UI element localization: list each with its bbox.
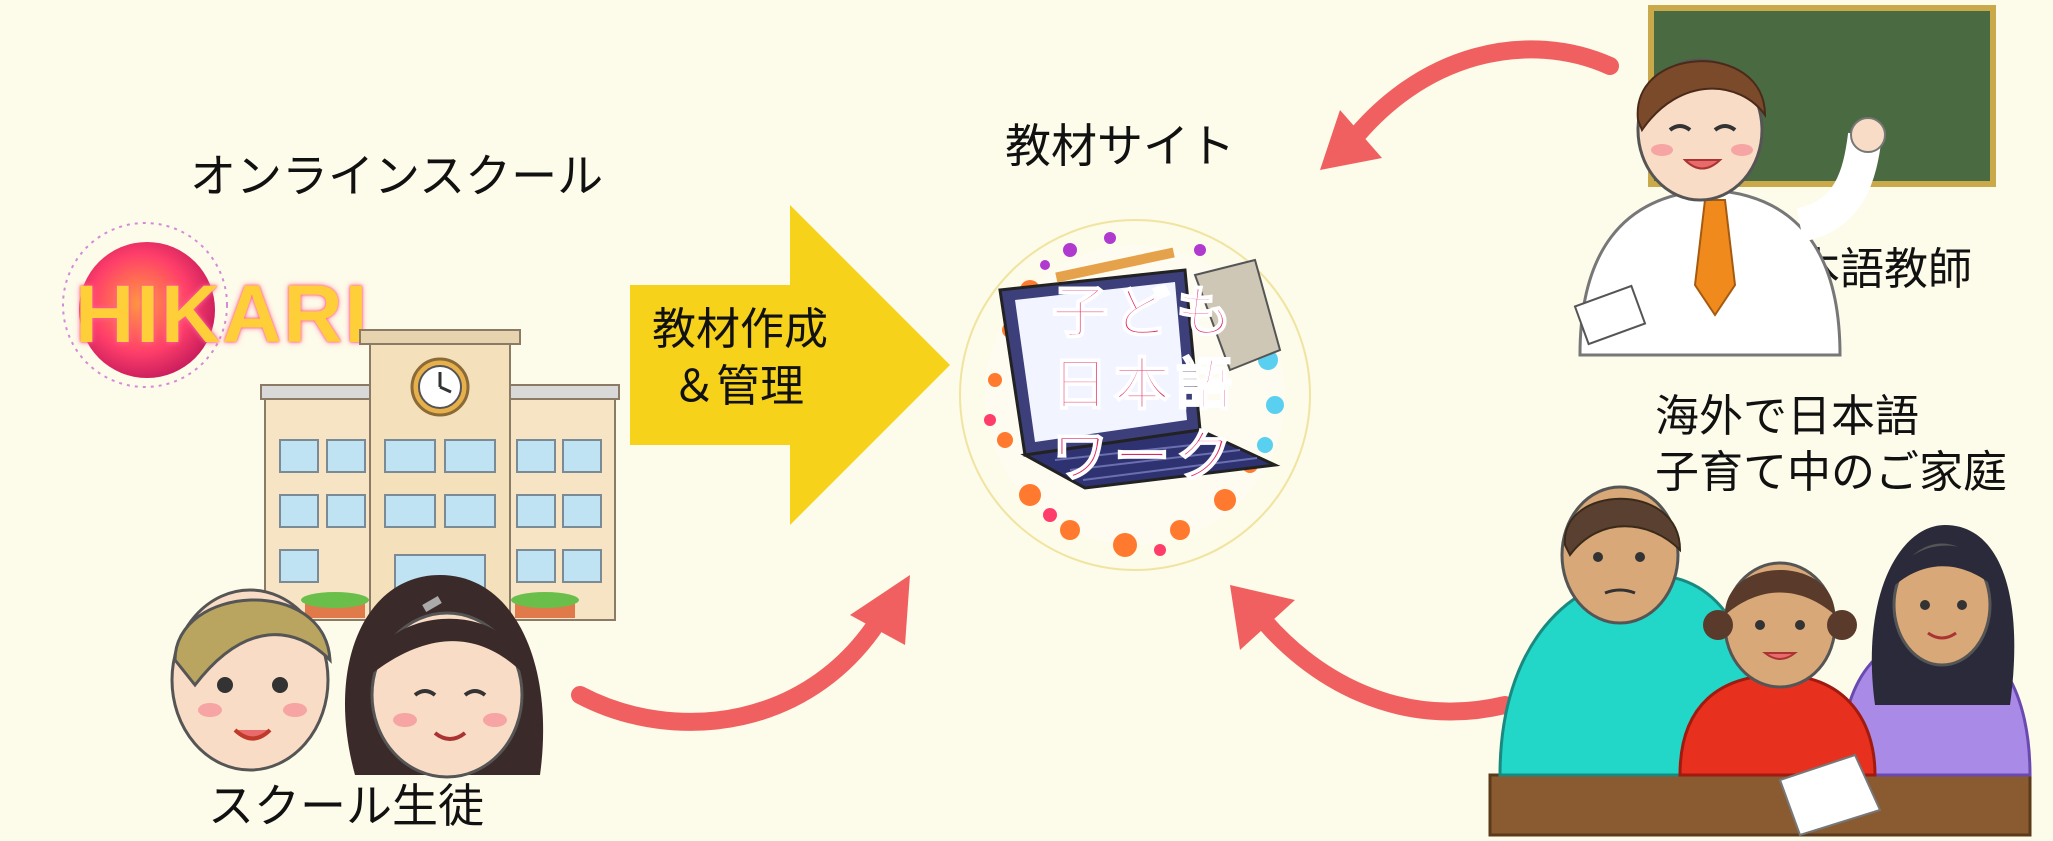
families-label-line2: 子育て中のご家庭	[1655, 447, 2007, 498]
site-title-line1: 子ども	[1051, 280, 1238, 347]
curved-arrow-family	[1230, 585, 1514, 721]
arrow-label-line2: ＆管理	[672, 361, 804, 412]
hikari-logo-text: HIKARI	[75, 269, 370, 360]
hikari-logo-circle	[62, 222, 228, 388]
arrow-label-line1: 教材作成	[652, 304, 828, 355]
material-site-label: 教材サイト	[1005, 119, 1235, 173]
big-arrow	[630, 205, 950, 525]
online-school-label: オンラインスクール	[190, 149, 604, 203]
teacher-icon	[1573, 58, 1886, 357]
students-icon	[170, 575, 544, 779]
school-students-label: スクール生徒	[208, 779, 484, 833]
site-title-line3: ワーク	[1051, 424, 1238, 491]
laptop-icon	[998, 247, 1282, 490]
families-label-line1: 海外で日本語	[1655, 391, 1919, 442]
site-title-line2: 日本語	[1051, 352, 1238, 419]
curved-arrow-students	[571, 575, 910, 731]
clock-icon	[410, 357, 470, 417]
family-icon	[1488, 485, 2032, 837]
school-building-icon	[260, 329, 620, 621]
curved-arrow-teacher	[1320, 40, 1619, 170]
